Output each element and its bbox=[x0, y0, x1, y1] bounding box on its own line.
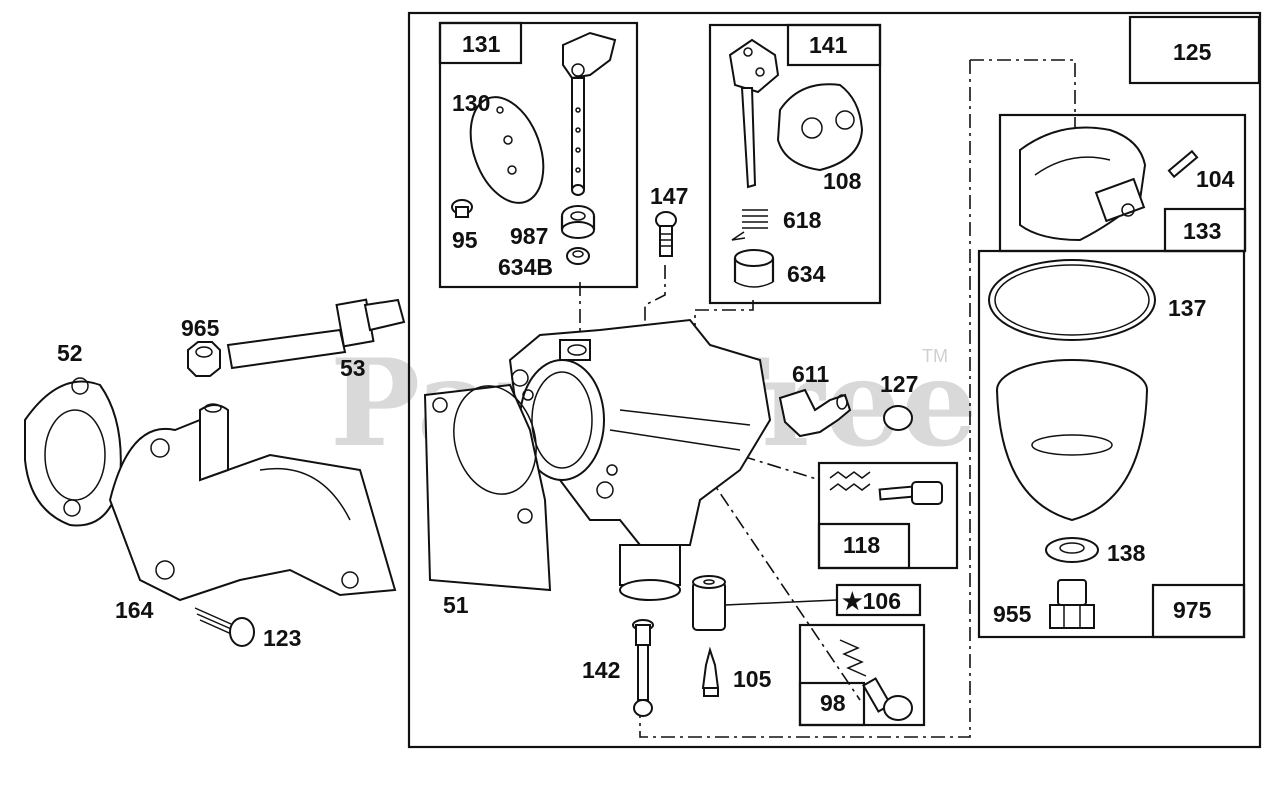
callout-box-118: 118 bbox=[817, 461, 959, 570]
intake-elbow-164 bbox=[108, 403, 397, 602]
label-125: 125 bbox=[1173, 39, 1212, 65]
main-frame bbox=[407, 11, 1262, 749]
label-104: 104 bbox=[1196, 166, 1235, 192]
callout-box-98: 98 bbox=[798, 623, 926, 727]
throttle-shaft-131 bbox=[562, 31, 617, 196]
seal-987 bbox=[560, 205, 596, 239]
callout-box-125: 125 bbox=[1128, 15, 1261, 85]
cap-127 bbox=[883, 405, 913, 431]
watermark-trademark: TM bbox=[922, 346, 948, 366]
spring-618 bbox=[731, 209, 768, 241]
label-95: 95 bbox=[452, 227, 478, 253]
callout-box-141: 141 bbox=[708, 23, 882, 305]
choke-plate-108 bbox=[776, 83, 864, 172]
label-975: 975 bbox=[1173, 597, 1212, 623]
label-108: 108 bbox=[823, 168, 862, 194]
label-141: 141 bbox=[809, 32, 848, 58]
nut-965 bbox=[187, 341, 221, 377]
fuel-pipe-53 bbox=[226, 298, 406, 370]
label-105: 105 bbox=[733, 666, 772, 692]
nozzle-142 bbox=[632, 619, 654, 717]
label-127: 127 bbox=[880, 371, 918, 397]
float-133 bbox=[1019, 126, 1147, 242]
label-98: 98 bbox=[820, 690, 846, 716]
label-53: 53 bbox=[340, 355, 366, 381]
label-142: 142 bbox=[582, 657, 620, 683]
label-164: 164 bbox=[115, 597, 154, 623]
label-987: 987 bbox=[510, 223, 548, 249]
label-130: 130 bbox=[452, 90, 490, 116]
spring-screw-98 bbox=[839, 639, 913, 721]
label-147: 147 bbox=[650, 183, 688, 209]
pin-104 bbox=[1167, 149, 1199, 179]
screw-123 bbox=[194, 607, 255, 647]
idle-mixture-screw-118 bbox=[829, 471, 943, 505]
washer-634B bbox=[566, 247, 590, 265]
label-118: 118 bbox=[843, 532, 880, 558]
callout-box-131: 131 bbox=[438, 21, 639, 289]
screw-147 bbox=[655, 211, 677, 257]
label-965: 965 bbox=[181, 315, 220, 341]
label-618: 618 bbox=[783, 207, 822, 233]
label-51: 51 bbox=[443, 592, 469, 618]
choke-shaft-141 bbox=[728, 38, 780, 189]
label-133: 133 bbox=[1183, 218, 1221, 244]
callout-box-106: ★106 bbox=[835, 583, 922, 617]
label-137: 137 bbox=[1168, 295, 1206, 321]
label-634B: 634B bbox=[498, 254, 553, 280]
label-611: 611 bbox=[792, 361, 829, 387]
seal-634 bbox=[733, 249, 775, 288]
float-bowl bbox=[996, 359, 1148, 522]
needle-105 bbox=[701, 646, 720, 697]
callout-box-975: 975 bbox=[977, 249, 1246, 639]
screw-95 bbox=[451, 199, 473, 218]
gasket-51 bbox=[423, 383, 552, 592]
label-106: ★106 bbox=[842, 588, 901, 614]
gasket-52 bbox=[24, 377, 122, 527]
label-634: 634 bbox=[787, 261, 826, 287]
jet-106 bbox=[692, 575, 726, 631]
bowl-nut-955 bbox=[1049, 579, 1095, 629]
washer-138 bbox=[1045, 537, 1099, 563]
part-labels: 130 95 987 634B 108 618 634 147 104 137 … bbox=[57, 90, 1235, 692]
label-138: 138 bbox=[1107, 540, 1146, 566]
carburetor-body bbox=[508, 318, 772, 601]
label-123: 123 bbox=[263, 625, 301, 651]
gasket-ring-137 bbox=[988, 259, 1156, 341]
throttle-plate-130 bbox=[469, 96, 545, 204]
label-131: 131 bbox=[462, 31, 501, 57]
label-955: 955 bbox=[993, 601, 1032, 627]
label-52: 52 bbox=[57, 340, 83, 366]
elbow-fitting-611 bbox=[778, 388, 852, 438]
